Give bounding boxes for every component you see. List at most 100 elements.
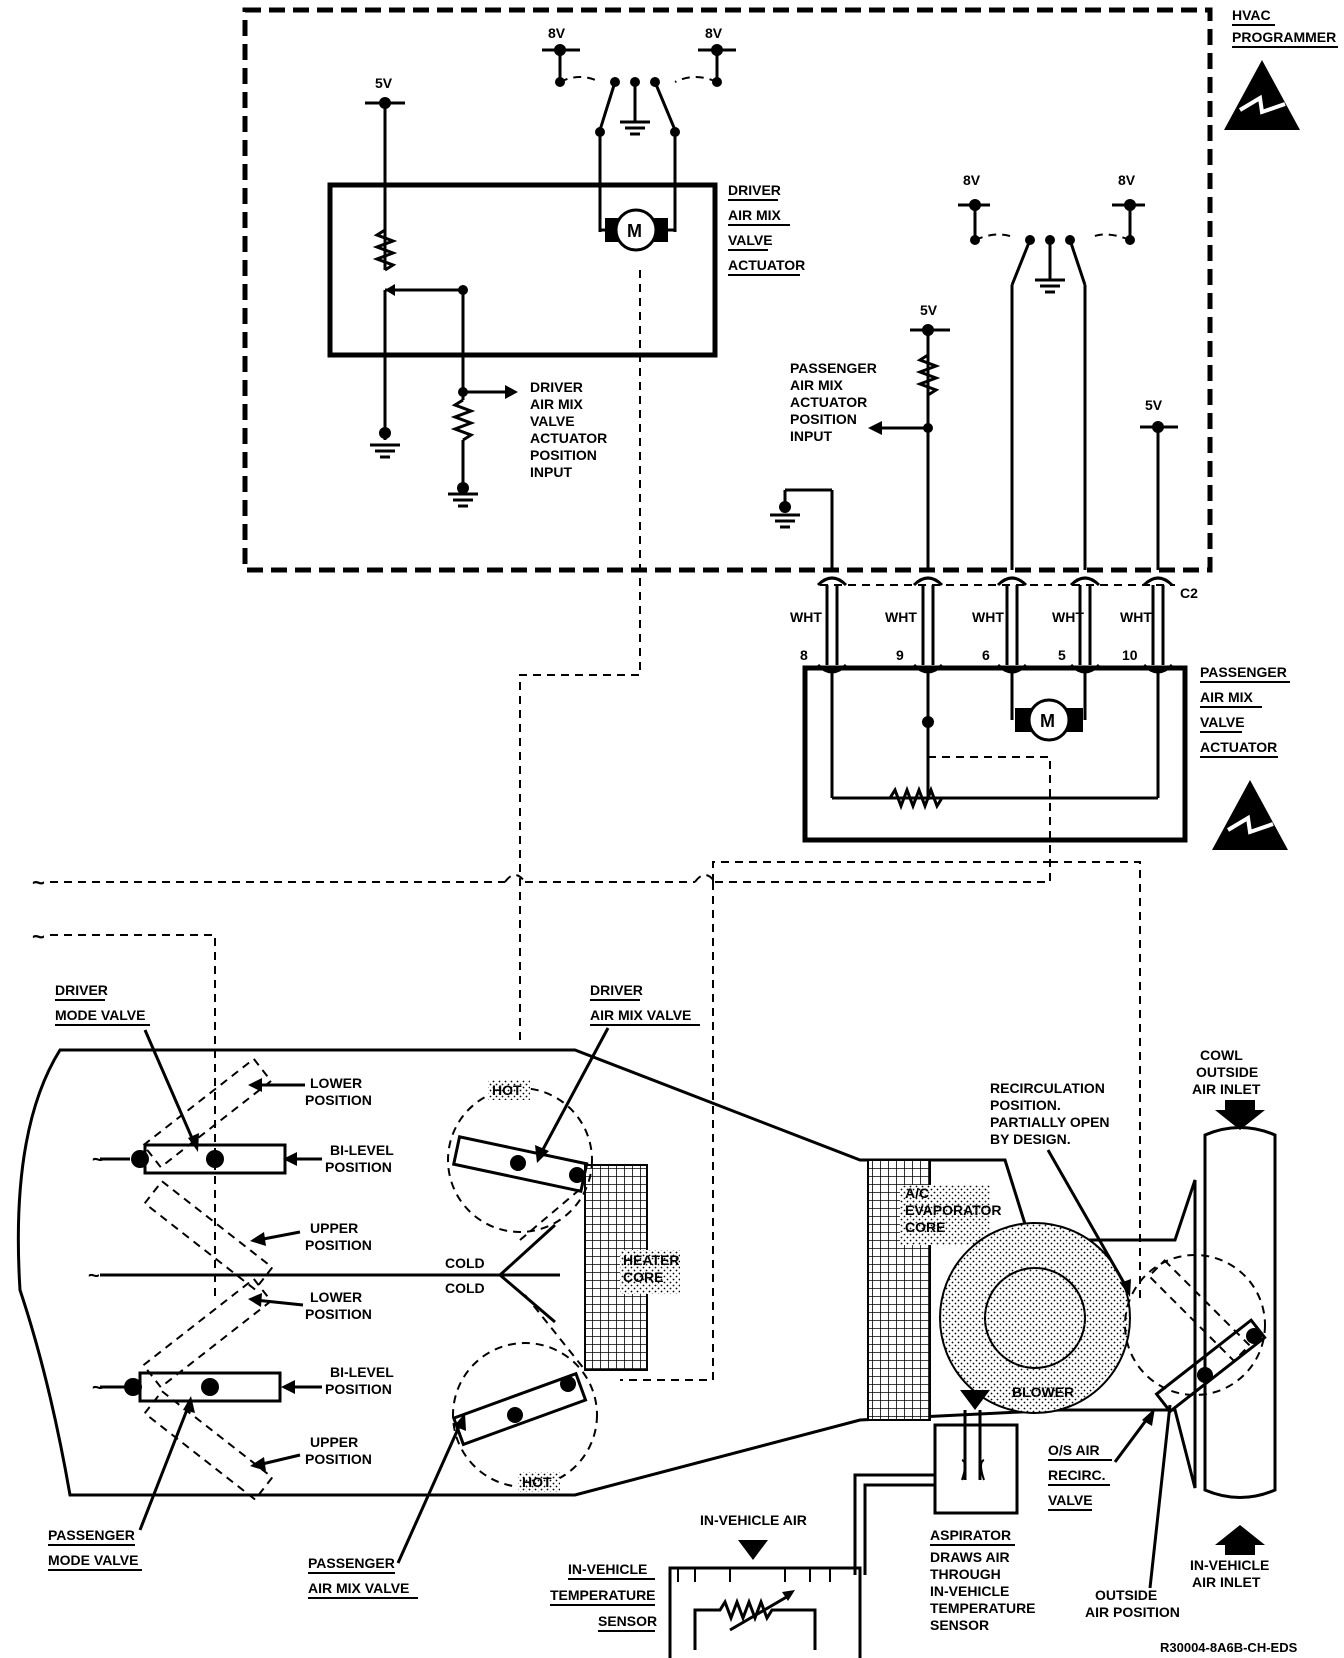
right-labels: RECIRCULATION POSITION. PARTIALLY OPEN B…	[990, 1047, 1269, 1620]
figure-code: R30004-8A6B-CH-EDS	[1160, 1640, 1298, 1655]
hot-label: HOT	[492, 1082, 522, 1098]
connector-name: C2	[1180, 585, 1198, 601]
aspirator-1: ASPIRATOR	[930, 1527, 1011, 1543]
aspirator-sensor: ASPIRATOR DRAWS AIR THROUGH IN-VEHICLE T…	[550, 1410, 1036, 1658]
position-callouts: LOWER POSITION BI-LEVEL POSITION UPPER P…	[248, 1075, 394, 1471]
cold-label: COLD	[445, 1280, 485, 1296]
bilevel-position-2: POSITION	[325, 1159, 392, 1175]
voltage-8v-label: 8V	[1118, 172, 1136, 188]
passenger-pos-input-3: ACTUATOR	[790, 394, 867, 410]
passenger-actuator-label-3: VALVE	[1200, 714, 1245, 730]
outside-air-position-2: AIR POSITION	[1085, 1604, 1180, 1620]
wire-color: WHT	[1120, 609, 1152, 625]
lower-position-2: POSITION	[305, 1092, 372, 1108]
passenger-actuator-label-1: PASSENGER	[1200, 664, 1287, 680]
programmer-title-2: PROGRAMMER	[1232, 29, 1336, 45]
in-vehicle-inlet-1: IN-VEHICLE	[1190, 1557, 1269, 1573]
upper-position-2: POSITION	[305, 1237, 372, 1253]
passenger-actuator-label-4: ACTUATOR	[1200, 739, 1277, 755]
driver-pos-input-4: ACTUATOR	[530, 430, 607, 446]
voltage-5v-label: 5V	[1145, 397, 1163, 413]
cold-label: COLD	[445, 1255, 485, 1271]
connector-pin: WHT 8	[790, 576, 848, 674]
cowl-inlet-2: OUTSIDE	[1196, 1064, 1258, 1080]
driver-actuator-label-2: AIR MIX	[728, 207, 782, 223]
bilevel-position-1: BI-LEVEL	[330, 1142, 394, 1158]
wire-break-icon: ~	[32, 870, 45, 895]
hot-label: HOT	[522, 1474, 552, 1490]
driver-pos-input-6: INPUT	[530, 464, 572, 480]
pin-number: 6	[982, 647, 990, 663]
cowl-inlet-1: COWL	[1200, 1047, 1243, 1063]
driver-pos-input-2: AIR MIX	[530, 396, 584, 412]
blower-label: BLOWER	[1012, 1384, 1074, 1400]
arrow-up-icon	[1215, 1525, 1265, 1555]
connector-pin: WHT 10	[1120, 576, 1174, 674]
esd-warning-icon	[1224, 60, 1300, 130]
motor-icon: M	[605, 208, 668, 252]
driver-actuator-label-1: DRIVER	[728, 182, 781, 198]
upper-position-1: UPPER	[310, 1220, 358, 1236]
lower-position-1: LOWER	[310, 1289, 362, 1305]
passenger-mode-valve-2: MODE VALVE	[48, 1552, 139, 1568]
aspirator-6: SENSOR	[930, 1617, 989, 1633]
motor-label: M	[1040, 711, 1055, 731]
aspirator-5: TEMPERATURE	[930, 1600, 1036, 1616]
aspirator-3: THROUGH	[930, 1566, 1001, 1582]
pin-number: 8	[800, 647, 808, 663]
voltage-8v-label: 8V	[548, 25, 566, 41]
evaporator-label-1: A/C	[905, 1185, 929, 1201]
recirc-note-1: RECIRCULATION	[990, 1080, 1105, 1096]
passenger-drive-circuit: 8V 8V	[958, 172, 1145, 570]
hvac-housing: A/C EVAPORATOR CORE HEATER CORE ~ BLOWER	[16, 1048, 1277, 1501]
wire-color: WHT	[885, 609, 917, 625]
pin-number: 5	[1058, 647, 1066, 663]
bilevel-position-1: BI-LEVEL	[330, 1364, 394, 1380]
voltage-8v-label: 8V	[705, 25, 723, 41]
driver-air-mix-valve-2: AIR MIX VALVE	[590, 1007, 691, 1023]
driver-pos-input-1: DRIVER	[530, 379, 583, 395]
arrow-down-icon	[1215, 1100, 1265, 1130]
wire-color: WHT	[972, 609, 1004, 625]
heater-core-label-2: CORE	[623, 1269, 663, 1285]
in-vehicle-air-label: IN-VEHICLE AIR	[700, 1512, 807, 1528]
os-air-valve-3: VALVE	[1048, 1492, 1093, 1508]
os-air-valve-1: O/S AIR	[1048, 1442, 1100, 1458]
evaporator-label-3: CORE	[905, 1219, 945, 1235]
driver-actuator-label-4: ACTUATOR	[728, 257, 805, 273]
voltage-8v-label: 8V	[963, 172, 981, 188]
wire-break-icon: ~	[32, 924, 45, 949]
recirc-note-2: POSITION.	[990, 1097, 1061, 1113]
connector-pin: WHT 6	[972, 576, 1028, 674]
connector-pin: WHT 5	[1052, 576, 1101, 674]
temp-sensor-3: SENSOR	[598, 1613, 657, 1629]
heater-core-label-1: HEATER	[623, 1252, 680, 1268]
passenger-air-mix-valve-2: AIR MIX VALVE	[308, 1580, 409, 1596]
outside-air-position-1: OUTSIDE	[1095, 1587, 1157, 1603]
esd-warning-icon	[1212, 780, 1288, 850]
pin-number: 10	[1122, 647, 1138, 663]
evaporator-label-2: EVAPORATOR	[905, 1202, 1001, 1218]
hvac-programmer: HVAC PROGRAMMER	[242, 7, 1338, 573]
pin-number: 9	[896, 647, 904, 663]
passenger-actuator-label-2: AIR MIX	[1200, 689, 1254, 705]
driver-actuator-label-3: VALVE	[728, 232, 773, 248]
passenger-mode-valve-1: PASSENGER	[48, 1527, 135, 1543]
motor-label: M	[627, 221, 642, 241]
driver-pos-input-3: VALVE	[530, 413, 575, 429]
driver-air-mix-actuator: DRIVER AIR MIX VALVE ACTUATOR M 5V	[327, 75, 805, 508]
lower-position-1: LOWER	[310, 1075, 362, 1091]
voltage-5v-label: 5V	[375, 75, 393, 91]
lower-position-2: POSITION	[305, 1306, 372, 1322]
in-vehicle-inlet-2: AIR INLET	[1192, 1574, 1261, 1590]
wire-color: WHT	[790, 609, 822, 625]
driver-mode-valve-2: MODE VALVE	[55, 1007, 146, 1023]
wire-color: WHT	[1052, 609, 1084, 625]
voltage-5v-label: 5V	[920, 302, 938, 318]
passenger-pos-input-4: POSITION	[790, 411, 857, 427]
recirc-note-4: BY DESIGN.	[990, 1131, 1071, 1147]
driver-air-mix-valve-1: DRIVER	[590, 982, 643, 998]
aspirator-2: DRAWS AIR	[930, 1549, 1010, 1565]
motor-icon: M	[1015, 698, 1083, 742]
